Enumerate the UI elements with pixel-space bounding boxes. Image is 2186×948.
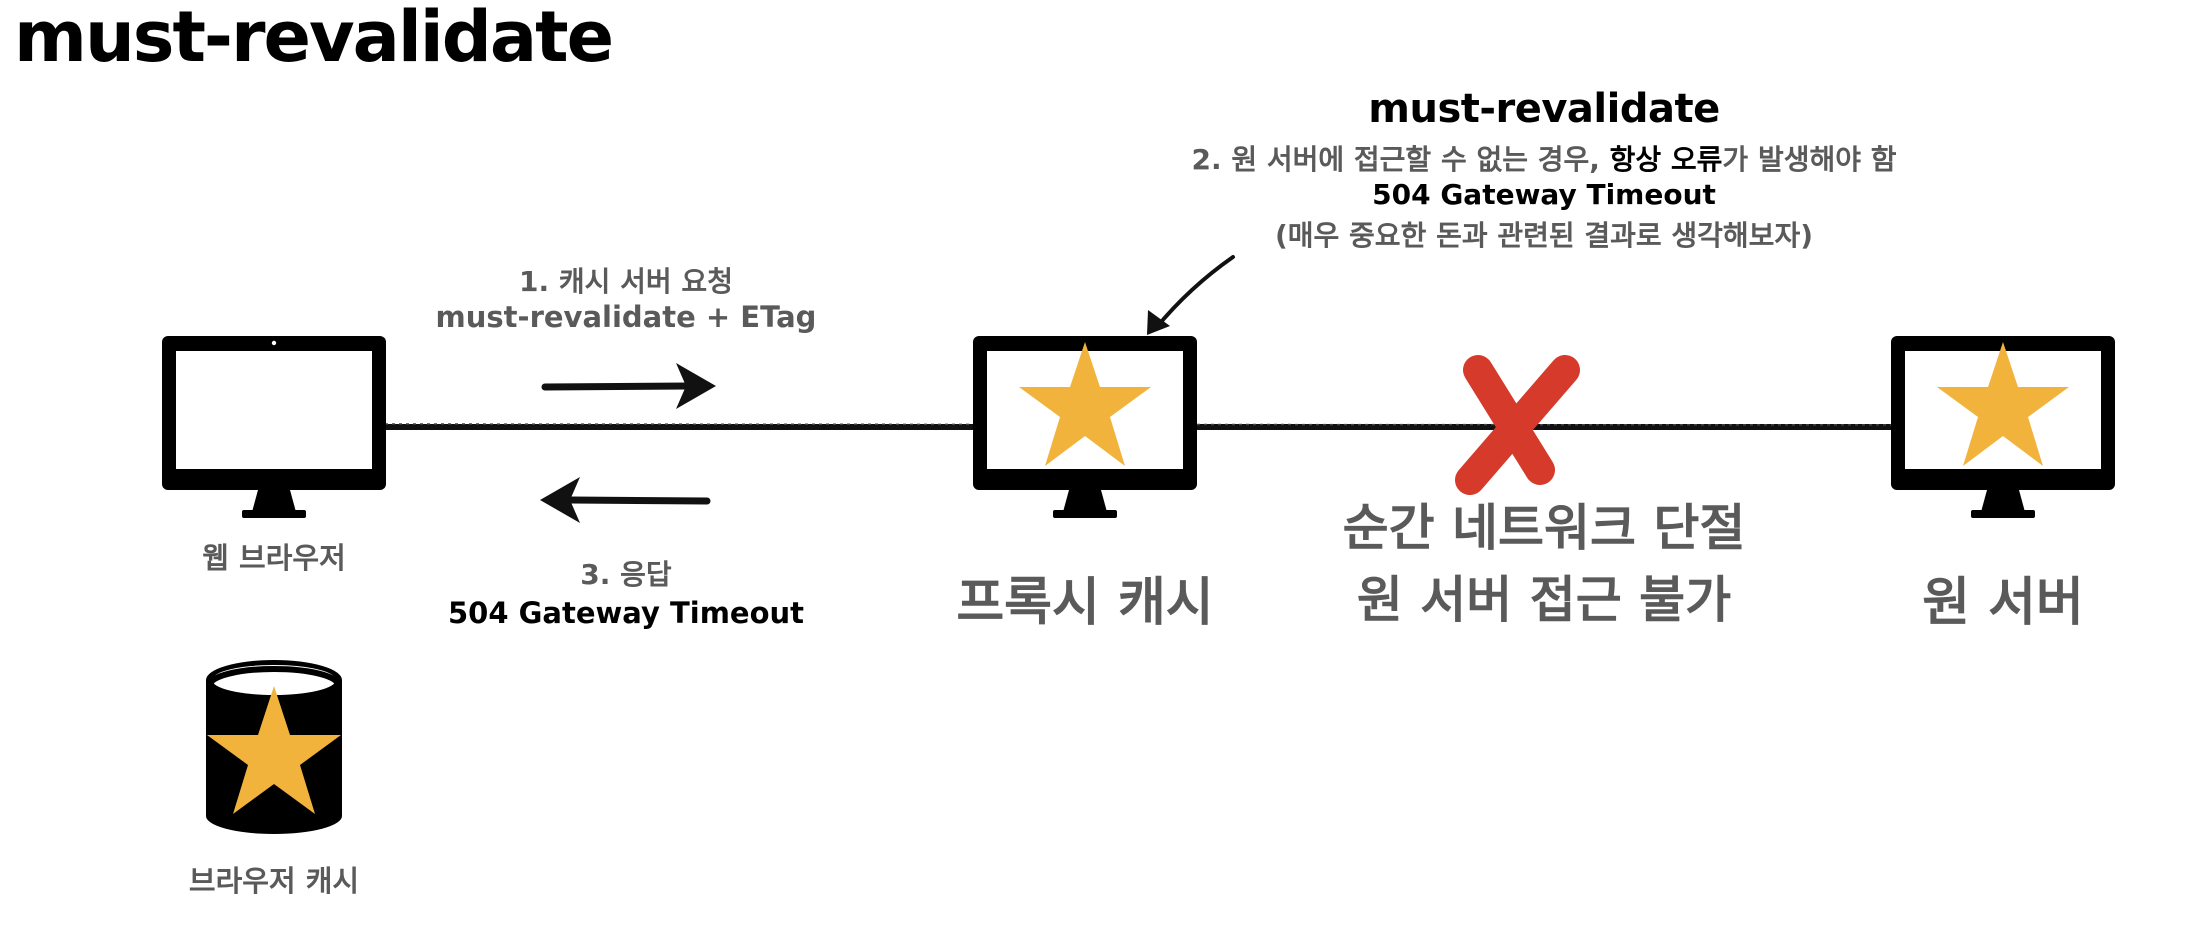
star-icon bbox=[207, 686, 341, 814]
response-status-label: 504 Gateway Timeout bbox=[447, 596, 805, 630]
disconnect-x-icon bbox=[1455, 355, 1580, 495]
callout-arrow-icon bbox=[1147, 255, 1235, 335]
proxy-cache-monitor-icon bbox=[973, 336, 1197, 518]
callout-line1-suffix: 가 발생해야 함 bbox=[1722, 143, 1897, 176]
network-disconnect-label: 순간 네트워크 단절 bbox=[1342, 499, 1746, 557]
callout-status-label: 504 Gateway Timeout bbox=[1372, 178, 1716, 211]
star-icon bbox=[1019, 342, 1151, 466]
origin-server-monitor-icon bbox=[1891, 336, 2115, 518]
origin-unreachable-label: 원 서버 접근 불가 bbox=[1356, 571, 1732, 629]
proxy-cache-label: 프록시 캐시 bbox=[956, 573, 1214, 633]
request-step-label: 1. 캐시 서버 요청 bbox=[519, 265, 733, 298]
callout-note-label: (매우 중요한 돈과 관련된 결과로 생각해보자) bbox=[1274, 219, 1814, 252]
response-arrow-icon bbox=[540, 477, 711, 523]
web-browser-monitor-icon bbox=[162, 336, 386, 518]
request-header-label: must-revalidate + ETag bbox=[435, 300, 817, 334]
origin-server-label: 원 서버 bbox=[1922, 573, 2084, 633]
star-icon bbox=[1937, 342, 2069, 466]
browser-cache-database-icon bbox=[206, 660, 342, 834]
response-step-label: 3. 응답 bbox=[580, 558, 672, 591]
web-browser-label: 웹 브라우저 bbox=[202, 541, 346, 575]
request-arrow-icon bbox=[541, 363, 716, 409]
browser-cache-label: 브라우저 캐시 bbox=[188, 864, 360, 898]
callout-line1-prefix: 2. 원 서버에 접근할 수 없는 경우, bbox=[1191, 143, 1610, 176]
callout-line1-emphasis: 항상 오류 bbox=[1609, 143, 1723, 176]
page-title: must-revalidate bbox=[14, 0, 614, 78]
callout-line1: 2. 원 서버에 접근할 수 없는 경우, 항상 오류가 발생해야 함 bbox=[1192, 138, 1897, 178]
callout-title: must-revalidate bbox=[1368, 86, 1720, 132]
